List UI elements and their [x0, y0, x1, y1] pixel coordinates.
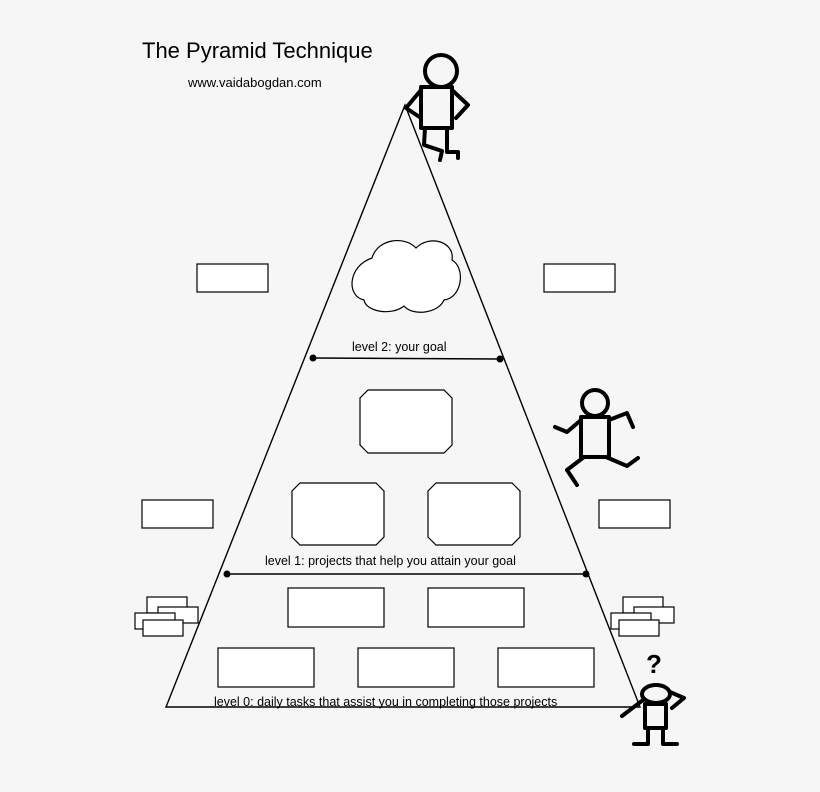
task-box	[357, 647, 455, 688]
task-box	[287, 587, 385, 628]
page-title: The Pyramid Technique	[142, 38, 373, 63]
pyramid-outline	[164, 103, 642, 708]
side-box-left-level1	[141, 499, 214, 529]
side-box-right-level2	[543, 263, 616, 293]
stacked-boxes-right	[610, 596, 675, 637]
project-box-right	[427, 482, 521, 546]
level2-divider-dot-left	[309, 354, 317, 362]
project-box-top	[359, 389, 453, 454]
project-box-left	[291, 482, 385, 546]
stick-figure-climbing-icon	[553, 388, 640, 487]
level0-label: level 0: daily tasks that assist you in …	[214, 695, 557, 709]
task-box	[427, 587, 525, 628]
cloud-icon	[351, 240, 461, 313]
level1-divider-dot-left	[223, 570, 231, 578]
stick-figure-standing-icon	[404, 53, 470, 162]
side-box-left-level2	[196, 263, 269, 293]
level2-divider	[312, 357, 501, 360]
task-box	[217, 647, 315, 688]
task-box	[497, 647, 595, 688]
level2-divider-dot-right	[496, 355, 504, 363]
source-url: www.vaidabogdan.com	[187, 75, 322, 90]
stacked-boxes-left	[134, 596, 199, 637]
level1-divider-dot-right	[582, 570, 590, 578]
stick-figure-thinking-icon: ?	[620, 649, 686, 746]
level1-label: level 1: projects that help you attain y…	[265, 554, 516, 568]
level2-label: level 2: your goal	[352, 340, 447, 354]
question-mark: ?	[646, 649, 662, 679]
side-box-right-level1	[598, 499, 671, 529]
